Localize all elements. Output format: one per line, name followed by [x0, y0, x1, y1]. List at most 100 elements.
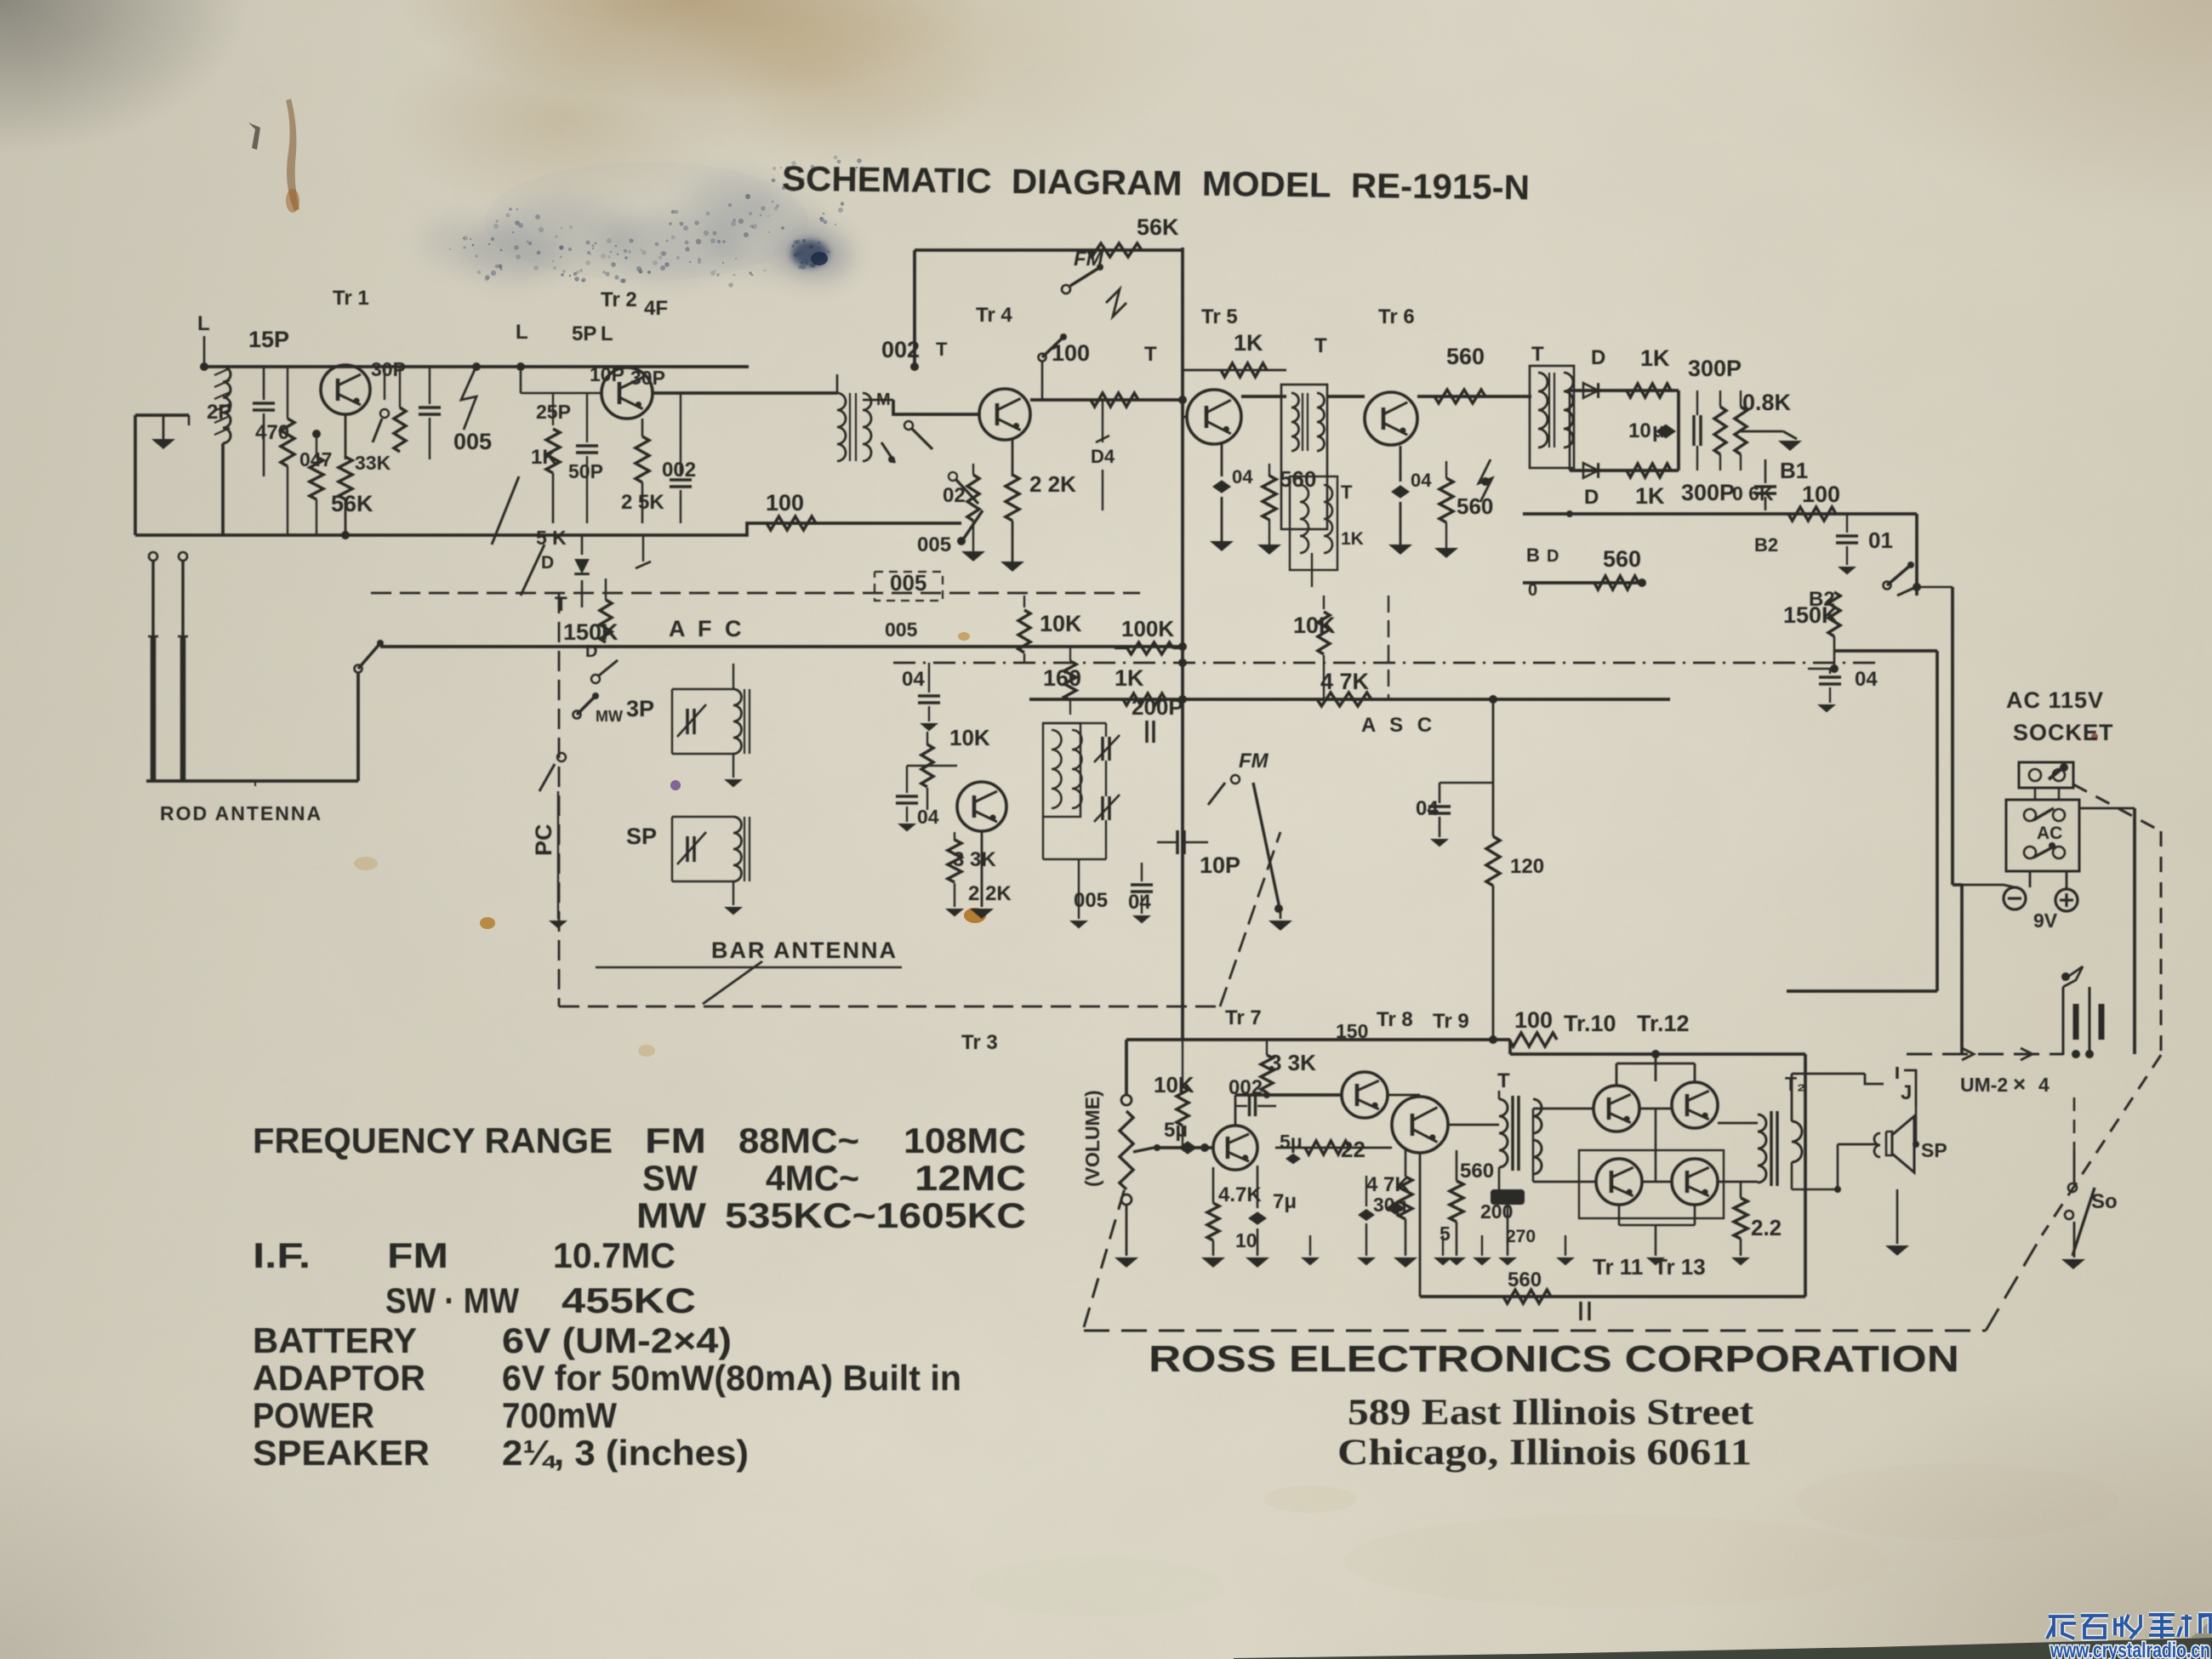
- svg-text:04: 04: [1128, 891, 1151, 914]
- svg-text:M: M: [876, 391, 891, 409]
- svg-text:04: 04: [902, 668, 925, 691]
- svg-text:FREQUENCY RANGE: FREQUENCY RANGE: [253, 1120, 613, 1160]
- svg-text:Tr.12: Tr.12: [1637, 1011, 1690, 1036]
- svg-text:100: 100: [1052, 340, 1090, 366]
- svg-text:I.F.: I.F.: [253, 1235, 311, 1275]
- svg-text:150K: 150K: [563, 619, 619, 645]
- svg-text:1K: 1K: [1640, 345, 1670, 371]
- svg-text:04: 04: [1232, 466, 1253, 487]
- svg-text:T: T: [1497, 1069, 1510, 1092]
- svg-text:T: T: [1531, 343, 1544, 366]
- svg-text:B2: B2: [1754, 534, 1778, 556]
- svg-text:5 K: 5 K: [536, 527, 567, 549]
- svg-text:100: 100: [1802, 482, 1840, 507]
- svg-text:4 7K: 4 7K: [1320, 669, 1370, 694]
- svg-text:FM: FM: [1074, 248, 1104, 271]
- svg-text:33K: 33K: [355, 452, 391, 474]
- svg-text:SW: SW: [642, 1158, 698, 1198]
- svg-text:B1: B1: [1780, 458, 1808, 483]
- svg-text:10K: 10K: [1154, 1072, 1194, 1097]
- svg-text:560: 560: [1280, 466, 1316, 492]
- svg-text:SP: SP: [1921, 1139, 1947, 1161]
- svg-text:(VOLUME): (VOLUME): [1081, 1090, 1103, 1187]
- svg-text:300P: 300P: [1681, 480, 1735, 505]
- svg-text:MW: MW: [596, 708, 623, 725]
- svg-text:Tr 11: Tr 11: [1593, 1254, 1643, 1280]
- svg-text:005: 005: [885, 619, 918, 641]
- svg-text:200P: 200P: [1132, 694, 1183, 720]
- svg-text:2 2K: 2 2K: [968, 882, 1012, 905]
- svg-text:15P: 15P: [248, 327, 289, 352]
- svg-text:4MC~: 4MC~: [766, 1158, 859, 1198]
- svg-text:10P: 10P: [1200, 852, 1240, 878]
- svg-text:25P: 25P: [536, 401, 571, 423]
- svg-text:9V: 9V: [2033, 909, 2058, 932]
- svg-text:005: 005: [917, 533, 951, 556]
- svg-text:FM: FM: [1239, 750, 1269, 772]
- svg-text:5P: 5P: [572, 322, 596, 345]
- svg-text:5μ: 5μ: [1280, 1131, 1303, 1153]
- svg-text:ADAPTOR: ADAPTOR: [253, 1358, 425, 1398]
- svg-text:560: 560: [1446, 344, 1485, 369]
- svg-text:1K: 1K: [531, 446, 557, 469]
- svg-text:56K: 56K: [1137, 214, 1179, 240]
- svg-text:Tr 7: Tr 7: [1225, 1006, 1262, 1029]
- svg-text:56K: 56K: [331, 491, 373, 516]
- svg-text:108MC: 108MC: [904, 1120, 1026, 1160]
- svg-text:535KC~1605KC: 535KC~1605KC: [725, 1195, 1026, 1235]
- svg-text:100: 100: [766, 490, 804, 516]
- svg-text:BATTERY: BATTERY: [253, 1320, 417, 1360]
- svg-text:B2: B2: [1809, 588, 1835, 611]
- svg-text:Tr.10: Tr.10: [1564, 1011, 1616, 1036]
- svg-text:560: 560: [1457, 493, 1493, 519]
- svg-text:POWER: POWER: [253, 1395, 374, 1435]
- svg-text:2 5K: 2 5K: [621, 491, 664, 514]
- svg-text:560: 560: [1603, 546, 1641, 572]
- svg-text:10: 10: [1628, 419, 1651, 442]
- svg-text:2.2: 2.2: [1751, 1215, 1782, 1240]
- svg-text:04: 04: [1416, 797, 1439, 820]
- svg-text:μ: μ: [1652, 419, 1665, 442]
- svg-text:AC 115V: AC 115V: [2006, 687, 2104, 713]
- svg-text:005: 005: [890, 570, 926, 596]
- svg-text:10K: 10K: [1040, 611, 1082, 636]
- svg-text:FM: FM: [645, 1120, 706, 1160]
- svg-text:30P: 30P: [630, 367, 665, 389]
- svg-text:A F C: A F C: [669, 616, 745, 641]
- svg-text:L: L: [516, 321, 528, 344]
- svg-text:6V (UM-2×4): 6V (UM-2×4): [502, 1320, 732, 1360]
- svg-text:T: T: [555, 593, 567, 616]
- svg-text:D: D: [1591, 346, 1605, 369]
- svg-text:04: 04: [1855, 668, 1878, 691]
- svg-text:D4: D4: [1091, 446, 1115, 467]
- svg-text:1K: 1K: [1341, 529, 1364, 549]
- svg-text:002: 002: [662, 459, 696, 482]
- svg-text:560: 560: [1508, 1268, 1542, 1291]
- svg-text:T: T: [1314, 334, 1327, 357]
- svg-text:Tr 13: Tr 13: [1654, 1254, 1706, 1280]
- svg-text:SPEAKER: SPEAKER: [253, 1433, 430, 1473]
- svg-text:100: 100: [1514, 1007, 1553, 1033]
- svg-text:T: T: [1144, 343, 1157, 366]
- svg-text:SW · MW: SW · MW: [385, 1280, 519, 1320]
- svg-text:1K: 1K: [1635, 483, 1665, 509]
- svg-text:22: 22: [1341, 1137, 1365, 1162]
- svg-text:FM: FM: [387, 1235, 448, 1275]
- svg-text:589 East Illinois Street: 589 East Illinois Street: [1348, 1393, 1754, 1433]
- svg-text:10K: 10K: [949, 725, 990, 750]
- svg-text:005: 005: [1074, 889, 1108, 912]
- svg-text:30μ: 30μ: [1373, 1194, 1407, 1216]
- svg-text:04: 04: [917, 806, 939, 828]
- svg-text:455KC: 455KC: [562, 1280, 696, 1320]
- svg-text:Tr 8: Tr 8: [1377, 1008, 1413, 1031]
- svg-text:So: So: [2091, 1190, 2118, 1213]
- svg-text:D: D: [1584, 486, 1599, 509]
- svg-text:6V for 50mW(80mA) Built in: 6V for 50mW(80mA) Built in: [502, 1358, 961, 1398]
- svg-text:4: 4: [2038, 1074, 2050, 1096]
- svg-text:005: 005: [453, 429, 492, 454]
- svg-text:L: L: [601, 322, 613, 345]
- svg-text:Tr 3: Tr 3: [961, 1031, 998, 1054]
- svg-text:ROD ANTENNA: ROD ANTENNA: [160, 802, 322, 824]
- svg-text:T: T: [1341, 482, 1353, 503]
- svg-text:02: 02: [943, 484, 966, 507]
